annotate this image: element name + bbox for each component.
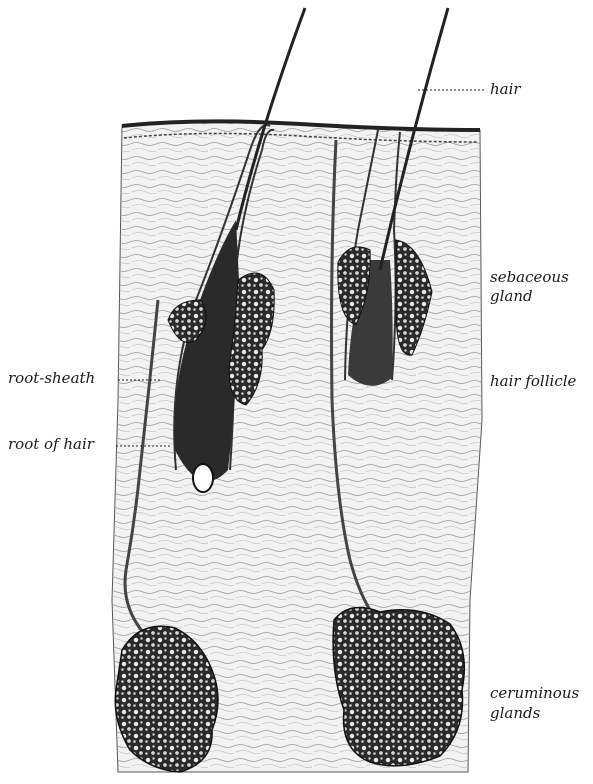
sebaceous-gland-label-line2: gland <box>490 287 533 305</box>
root-sheath-label: root-sheath <box>8 369 95 387</box>
root-of-hair-label: root of hair <box>8 435 94 453</box>
hair-label: hair <box>490 80 521 98</box>
hair-follicle-label: hair follicle <box>490 372 576 390</box>
ceruminous-glands-label-line1: ceruminous <box>490 684 579 702</box>
sebaceous-gland-label-line1: sebaceous <box>490 268 569 286</box>
ceruminous-gland-right <box>333 608 464 766</box>
ceruminous-glands-label-line2: glands <box>490 704 540 722</box>
